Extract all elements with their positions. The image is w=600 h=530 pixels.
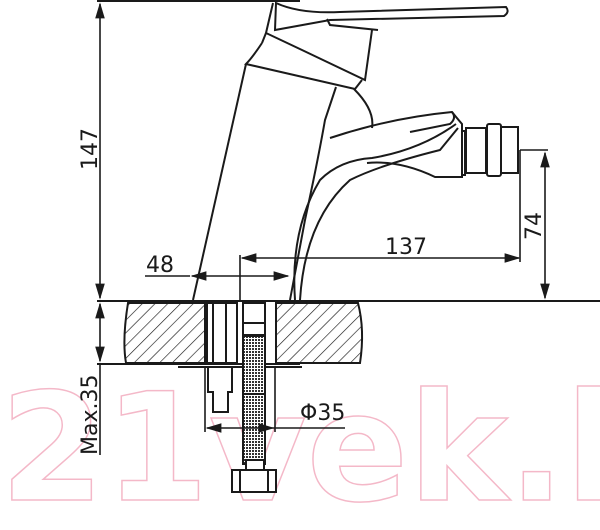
faucet-drawing [97,0,600,302]
dim-phi35-label: Φ35 [300,401,345,426]
dim-max35-label: Max.35 [78,375,103,455]
dim-137-label: 137 [385,235,427,260]
dim-74-label: 74 [522,212,547,240]
deck-section [97,302,364,368]
dimension-lines [95,2,550,455]
dim-48-label: 48 [146,253,174,278]
dim-147-label: 147 [78,128,103,170]
